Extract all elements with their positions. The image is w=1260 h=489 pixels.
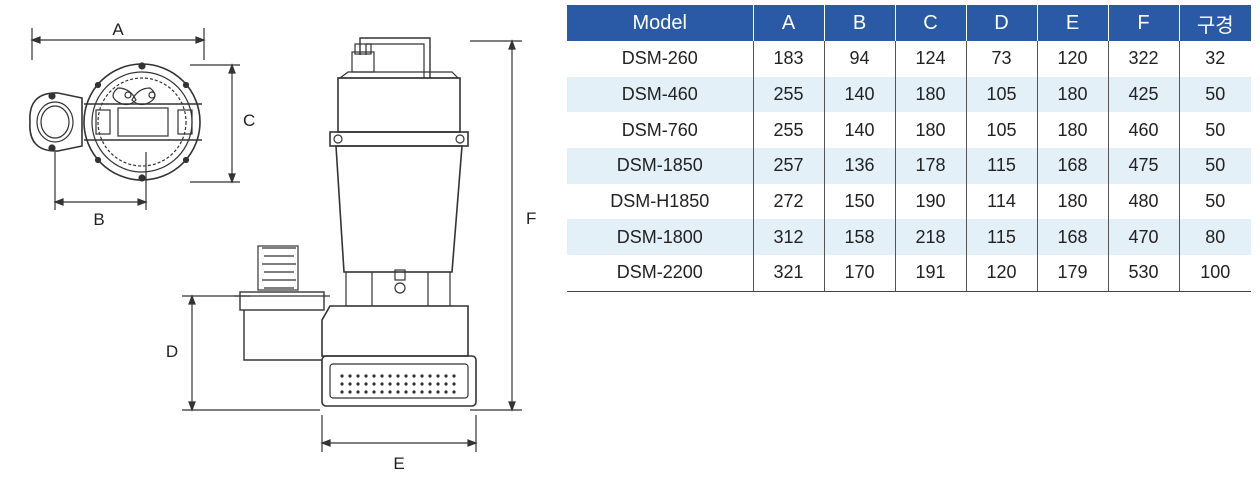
- dimension-cell: 183: [753, 41, 825, 77]
- dim-label-d: D: [166, 342, 178, 361]
- dimension-cell: 50: [1205, 191, 1226, 212]
- dimension-cell: 180: [895, 76, 967, 113]
- column-header: B: [824, 5, 896, 41]
- dimension-cell: 272: [753, 183, 825, 220]
- dimension-cell: 158: [824, 219, 896, 256]
- dimension-cell: 191: [895, 255, 967, 292]
- pump-dimension-drawing: A C B D E F: [29, 20, 536, 473]
- pump-top-view: [29, 28, 240, 210]
- dimension-cell: 124: [895, 41, 967, 77]
- dimension-cell: 50: [1205, 84, 1226, 105]
- strainer-holes: [340, 374, 456, 394]
- dimension-cell: 80: [1205, 226, 1226, 247]
- model-cell: DSM-H1850: [567, 183, 754, 220]
- column-header: A: [753, 5, 825, 41]
- dimension-cell: 425: [1108, 76, 1180, 113]
- dimension-cell: 32: [1205, 48, 1226, 69]
- dimension-cell: 50: [1205, 119, 1226, 140]
- dimension-cell: 140: [824, 112, 896, 149]
- dimension-cell: 120: [1037, 41, 1109, 77]
- dimension-cell: 255: [753, 112, 825, 149]
- dimension-cell: 180: [1037, 183, 1109, 220]
- dimension-cell: 115: [966, 148, 1038, 184]
- dim-label-e: E: [393, 454, 404, 473]
- model-cell: DSM-1850: [567, 148, 754, 184]
- dimension-cell: 190: [895, 183, 967, 220]
- dimension-cell: 94: [824, 41, 896, 77]
- pump-side-view: [182, 37, 522, 452]
- dimension-cell: 136: [824, 148, 896, 184]
- dimension-cell: 114: [966, 183, 1038, 220]
- model-cell: DSM-460: [567, 76, 754, 113]
- dimension-cell: 255: [753, 76, 825, 113]
- dimension-cell: 100: [1179, 255, 1251, 292]
- dimension-cell: 475: [1108, 148, 1180, 184]
- dimension-cell: 50: [1205, 155, 1226, 176]
- dim-label-f: F: [526, 209, 536, 228]
- column-header: 구경: [1179, 5, 1251, 41]
- dimension-cell: 115: [966, 219, 1038, 256]
- dimension-cell: 105: [966, 76, 1038, 113]
- dimension-cell: 312: [753, 219, 825, 256]
- dimension-cell: 73: [966, 41, 1038, 77]
- dimension-cell: 180: [1037, 76, 1109, 113]
- column-header: F: [1108, 5, 1180, 41]
- dimension-cell: 105: [966, 112, 1038, 149]
- dimension-cell: 530: [1108, 255, 1180, 292]
- column-header: D: [966, 5, 1038, 41]
- dimension-cell: 140: [824, 76, 896, 113]
- dimension-cell: 470: [1108, 219, 1180, 256]
- dimension-cell: 180: [1037, 112, 1109, 149]
- dimension-cell: 179: [1037, 255, 1109, 292]
- dim-label-b: B: [93, 210, 104, 229]
- dimension-cell: 170: [824, 255, 896, 292]
- model-cell: DSM-2200: [567, 255, 754, 292]
- dimension-cell: 168: [1037, 219, 1109, 256]
- dim-label-a: A: [112, 20, 124, 39]
- dimension-cell: 322: [1108, 41, 1180, 77]
- dimension-cell: 218: [895, 219, 967, 256]
- model-cell: DSM-760: [567, 112, 754, 149]
- column-header: E: [1037, 5, 1109, 41]
- dimension-cell: 460: [1108, 112, 1180, 149]
- dimension-cell: 321: [753, 255, 825, 292]
- dimension-cell: 168: [1037, 148, 1109, 184]
- column-header: C: [895, 5, 967, 41]
- model-cell: DSM-260: [567, 41, 754, 77]
- dimension-cell: 150: [824, 183, 896, 220]
- dim-label-c: C: [243, 111, 255, 130]
- dimension-cell: 480: [1108, 183, 1180, 220]
- model-cell: DSM-1800: [567, 219, 754, 256]
- dimension-cell: 120: [966, 255, 1038, 292]
- dimension-cell: 257: [753, 148, 825, 184]
- dimension-cell: 178: [895, 148, 967, 184]
- column-header: Model: [567, 5, 754, 41]
- dimension-cell: 180: [895, 112, 967, 149]
